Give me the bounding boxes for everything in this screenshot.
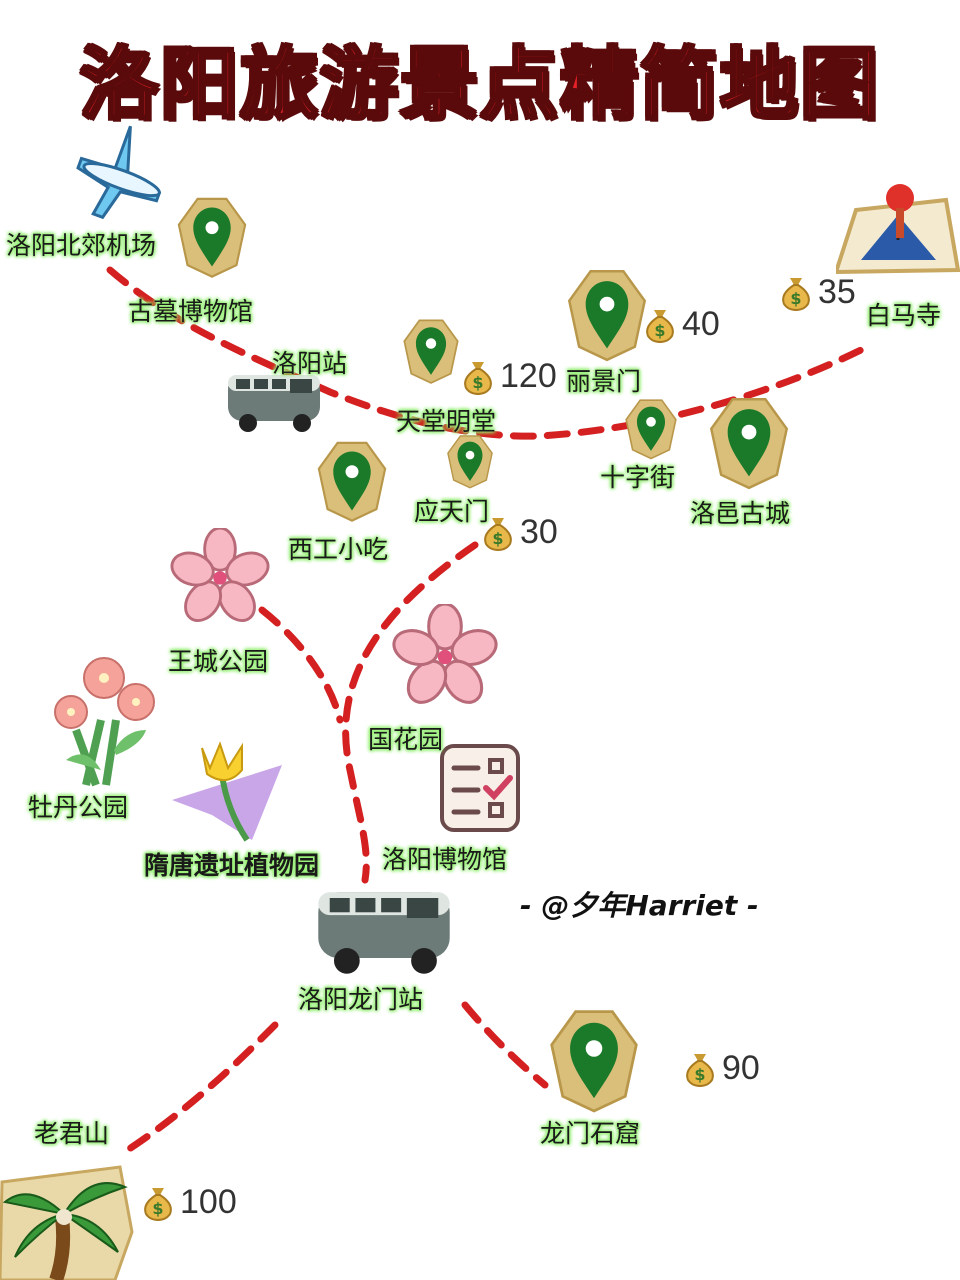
svg-text:$: $ — [694, 1065, 705, 1084]
label-xigong[interactable]: 西工小吃 — [288, 535, 389, 564]
airplane-icon — [76, 125, 162, 220]
price-yingtianmen: $30 — [478, 512, 558, 552]
label-lijingmen[interactable]: 丽景门 — [566, 367, 642, 396]
label-tiantang[interactable]: 天堂明堂 — [396, 407, 497, 436]
map-pin-icon[interactable] — [316, 440, 388, 523]
svg-text:$: $ — [472, 373, 483, 392]
route-to-laojunshan — [116, 1021, 279, 1159]
palm-tree-icon — [0, 1165, 134, 1280]
label-guohua[interactable]: 国花园 — [368, 725, 444, 754]
map-pin-icon[interactable] — [624, 398, 678, 460]
label-museum[interactable]: 洛阳博物馆 — [382, 845, 508, 874]
money-bag-icon: $ — [680, 1048, 720, 1088]
route-wangcheng — [258, 606, 344, 724]
price-lijingmen: $40 — [640, 304, 720, 344]
route-center-to-longmen — [342, 541, 479, 884]
label-airport[interactable]: 洛阳北郊机场 — [6, 231, 157, 260]
svg-text:$: $ — [152, 1199, 163, 1218]
label-shizijie[interactable]: 十字街 — [600, 463, 676, 492]
label-longmen-grottoes[interactable]: 龙门石窟 — [540, 1119, 641, 1148]
map-pin-icon[interactable] — [566, 268, 648, 362]
map-pin-icon[interactable] — [176, 196, 248, 279]
route-airport-to-center — [106, 266, 869, 440]
price-laojunshan: $100 — [138, 1182, 237, 1222]
cherry-blossom-icon — [170, 528, 270, 622]
svg-text:$: $ — [492, 529, 503, 548]
label-longmen-station[interactable]: 洛阳龙门站 — [298, 985, 424, 1014]
label-laojunshan[interactable]: 老君山 — [34, 1119, 110, 1148]
label-baima[interactable]: 白马寺 — [866, 301, 942, 330]
price-baima: $35 — [776, 272, 856, 312]
map-pin-icon[interactable] — [446, 434, 494, 489]
route-to-grottoes — [461, 1001, 549, 1089]
label-luoyi[interactable]: 洛邑古城 — [690, 499, 791, 528]
van-icon — [318, 892, 450, 974]
tulip-icon — [172, 741, 282, 842]
label-yingtianmen[interactable]: 应天门 — [414, 497, 490, 526]
flower-bouquet-icon — [54, 657, 155, 787]
map-flag-icon — [836, 184, 960, 275]
page-title: 洛阳旅游景点精简地图 — [78, 39, 880, 132]
money-bag-icon: $ — [138, 1182, 178, 1222]
label-wangcheng[interactable]: 王城公园 — [168, 647, 269, 676]
label-tomb-museum[interactable]: 古墓博物馆 — [128, 297, 254, 326]
svg-text:$: $ — [654, 321, 665, 340]
label-suitang[interactable]: 隋唐遗址植物园 — [144, 851, 320, 880]
map-pin-icon[interactable] — [402, 318, 460, 385]
label-luoyang-station[interactable]: 洛阳站 — [272, 349, 348, 378]
watermark: - @夕年Harriet - — [520, 889, 759, 922]
label-mudan[interactable]: 牡丹公园 — [28, 793, 129, 822]
price-longmen-grottoes: $90 — [680, 1048, 760, 1088]
checklist-icon — [440, 744, 520, 832]
money-bag-icon: $ — [640, 304, 680, 344]
svg-text:$: $ — [790, 289, 801, 308]
cherry-blossom-icon — [392, 604, 498, 704]
van-icon — [228, 375, 320, 432]
money-bag-icon: $ — [458, 356, 498, 396]
money-bag-icon: $ — [776, 272, 816, 312]
money-bag-icon: $ — [478, 512, 518, 552]
map-pin-icon[interactable] — [548, 1008, 640, 1114]
map-pin-icon[interactable] — [708, 396, 790, 490]
price-tiantang: $120 — [458, 356, 557, 396]
